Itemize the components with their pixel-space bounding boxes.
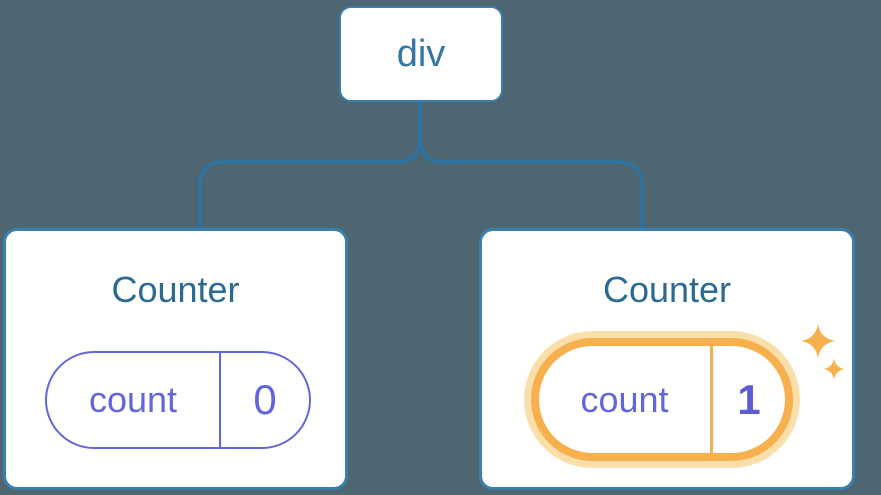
state-pill-count-1: count 1 [539,346,785,453]
root-node-label: div [396,32,446,75]
root-node-div: div [339,6,503,102]
counter-card-right: Counter count 1 [479,228,855,490]
state-value-label: 0 [219,353,309,447]
sparkles-icon [801,324,845,380]
state-pill-highlight-ring: count 1 [531,338,793,461]
component-title: Counter [602,269,732,310]
state-value-label: 1 [710,346,785,453]
state-pill-count-0: count 0 [45,351,311,449]
counter-card-left: Counter count 0 [3,228,348,490]
state-name-label: count [88,379,178,420]
state-pill-highlight-glow: count 1 [524,331,800,468]
state-name-label: count [580,378,669,420]
component-title: Counter [111,269,240,310]
